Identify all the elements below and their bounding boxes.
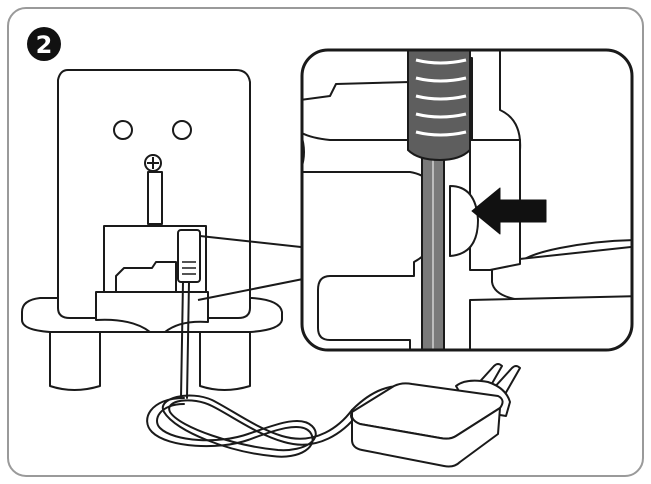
zoom-bracket-left-edge <box>302 131 305 173</box>
insert-arrow-icon <box>471 187 547 235</box>
cable-coil-outer <box>146 394 353 458</box>
adapter-body-front <box>350 407 501 468</box>
device-lower-plate <box>95 291 209 333</box>
zoom-plug-grip <box>407 50 471 162</box>
mount-hole-right <box>172 120 192 140</box>
step-badge-circle <box>27 27 61 61</box>
zoom-socket-opening <box>449 185 479 257</box>
step-badge: 2 <box>27 27 61 61</box>
cable-coil-inner <box>156 399 359 452</box>
zoom-cable <box>421 149 445 350</box>
screw-post <box>147 171 163 225</box>
dc-plug-small <box>177 229 201 283</box>
device-foot-right <box>199 324 251 391</box>
zoom-callout-lines <box>197 235 319 301</box>
step-number: 2 <box>36 31 53 59</box>
screw <box>144 154 162 172</box>
power-adapter <box>350 363 521 468</box>
zoom-plug-grip-body <box>407 50 471 162</box>
device-foot-left <box>49 324 101 391</box>
zoom-housing-base <box>469 295 632 350</box>
zoom-detail-panel <box>300 48 634 352</box>
cable-vertical <box>180 281 190 399</box>
mount-hole-left <box>113 120 133 140</box>
device-back-view <box>21 69 283 391</box>
zoom-panel-border <box>300 48 634 352</box>
